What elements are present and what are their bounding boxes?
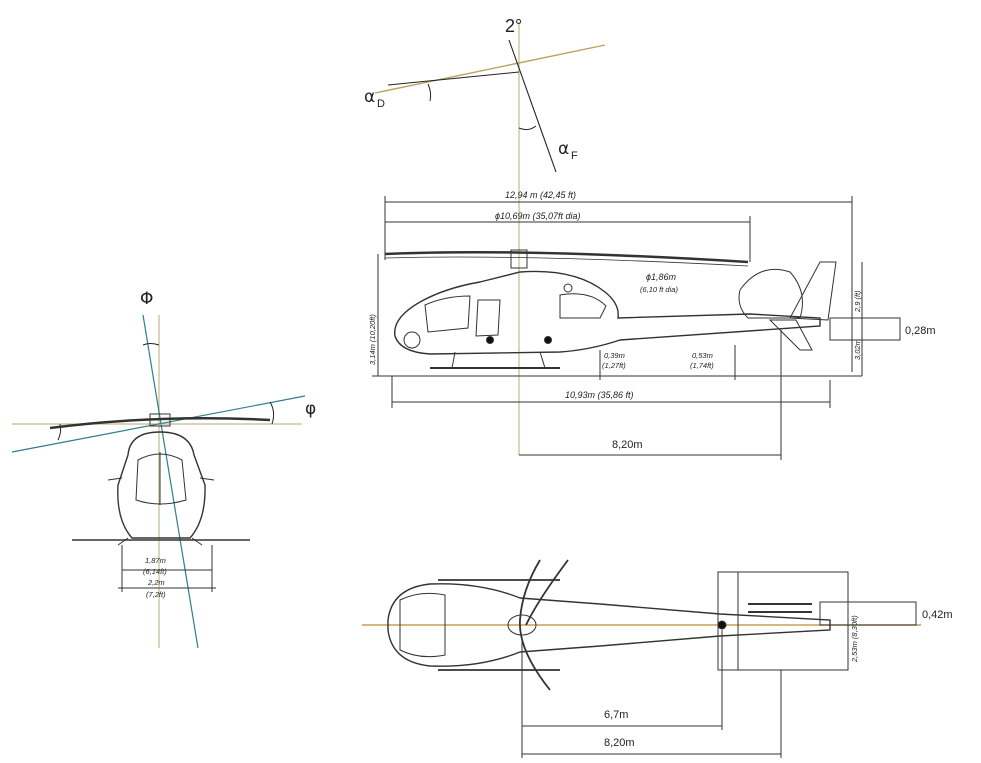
- offset-box-top: [819, 601, 917, 626]
- tail-height2-label: 3,02m: [853, 339, 862, 360]
- rotor-diameter-label: ϕ10,69m (35,07ft dia): [495, 211, 581, 221]
- cg-point-1: [486, 336, 494, 344]
- cockpit-door: [475, 299, 501, 337]
- phi-upper-label: Φ: [140, 289, 153, 309]
- nose-light: [403, 331, 421, 349]
- phi-lower-arc-left: [57, 423, 62, 441]
- front-view-labels: Φ φ 1,87m (6,14ft) 2,2m (7,2ft): [140, 289, 316, 599]
- side-offset-label: 0,28m: [905, 325, 936, 337]
- tail-height-label: 2,9 (ft): [853, 290, 862, 313]
- skid-track-1-label: 1,87m: [145, 556, 166, 565]
- top-rotor-blade-1: [519, 559, 551, 691]
- top-rotor-hub: [507, 614, 537, 636]
- height-total-label: 3,14m (10,20ft): [368, 314, 377, 365]
- front-fuselage: [117, 431, 206, 539]
- alpha-d-symbol: α: [364, 87, 375, 107]
- main-rotor-blade-edge: [384, 256, 749, 267]
- angle-diagram-top: 2° α D α F: [364, 16, 606, 455]
- skid-track-2-label: 2,2m: [147, 578, 165, 587]
- alpha-f-line: [508, 39, 557, 173]
- vertical-fin: [789, 261, 837, 321]
- dist-2-label: 8,20m: [604, 737, 635, 749]
- fuselage-outline: [394, 270, 821, 355]
- cg-distance-label: 8,20m: [612, 439, 643, 451]
- engine-exhaust: [563, 283, 573, 293]
- phi-lower-line: [11, 395, 306, 453]
- skid-track-2-ft-label: (7,2ft): [146, 590, 166, 599]
- overall-length-label: 12,94 m (42,45 ft): [505, 190, 576, 200]
- top-cockpit: [399, 592, 446, 658]
- fuselage-length-label: 10,93m (35,86 ft): [565, 390, 634, 400]
- alpha-d-line-1: [374, 44, 606, 94]
- tail-rotor-diameter-label: ϕ1,86m: [646, 272, 677, 282]
- alpha-d-arc: [427, 83, 432, 102]
- engine-cowl: [559, 293, 607, 319]
- cockpit-window-front: [424, 295, 471, 333]
- phi-upper-arc: [142, 343, 160, 346]
- tail-width-label: 2,53m (8,30ft): [850, 615, 859, 663]
- skid-strut: [451, 351, 456, 369]
- alpha-f-arc: [518, 125, 537, 131]
- phi-lower-label: φ: [305, 399, 316, 419]
- offset-box-side: [829, 317, 901, 341]
- phi-lower-arc: [269, 401, 275, 425]
- front-skid-right: [191, 537, 203, 546]
- skid-track-1-ft-label: (6,14ft): [143, 567, 167, 576]
- skid-clearance-2-label: 0,53m: [692, 351, 713, 360]
- top-angle-label: 2°: [505, 16, 522, 36]
- skid-clearance-1-ft-label: (1,27ft): [602, 361, 626, 370]
- front-skid-left: [117, 537, 129, 546]
- skid-clearance-1-label: 0,39m: [604, 351, 625, 360]
- skid-strut: [539, 351, 546, 369]
- alpha-f-symbol: α: [558, 139, 569, 159]
- top-fuselage: [387, 583, 831, 667]
- tail-rotor-diameter-ft-label: (6,10 ft dia): [640, 285, 678, 294]
- alpha-d-subscript: D: [377, 98, 385, 110]
- tail-envelope-box: [737, 571, 849, 671]
- side-view-labels: 12,94 m (42,45 ft) ϕ10,69m (35,07ft dia)…: [368, 190, 936, 451]
- rotor-hub: [510, 249, 528, 269]
- top-view-labels: 0,42m 2,53m (8,30ft) 6,7m 8,20m: [604, 609, 953, 749]
- ventral-fin: [768, 319, 813, 351]
- alpha-f-subscript: F: [571, 150, 578, 162]
- cg-point-2: [544, 336, 552, 344]
- top-rotor-blade-2: [525, 559, 569, 626]
- phi-upper-line: [142, 314, 199, 649]
- front-step-left: [107, 477, 123, 481]
- main-rotor-blade: [384, 250, 749, 264]
- tail-rotor-shroud: [738, 268, 803, 319]
- front-rotor-hub: [149, 413, 171, 427]
- front-view: [11, 314, 306, 649]
- top-view: [362, 559, 921, 758]
- front-windshield: [135, 453, 187, 505]
- alpha-d-line-2: [387, 71, 520, 86]
- top-offset-label: 0,42m: [922, 609, 953, 621]
- front-step-right: [199, 477, 215, 481]
- top-cg-point: [717, 620, 727, 630]
- skid-clearance-2-ft-label: (1,74ft): [690, 361, 714, 370]
- dist-1-label: 6,7m: [604, 709, 628, 721]
- side-view: [372, 196, 901, 460]
- front-rotor-blade: [49, 416, 271, 430]
